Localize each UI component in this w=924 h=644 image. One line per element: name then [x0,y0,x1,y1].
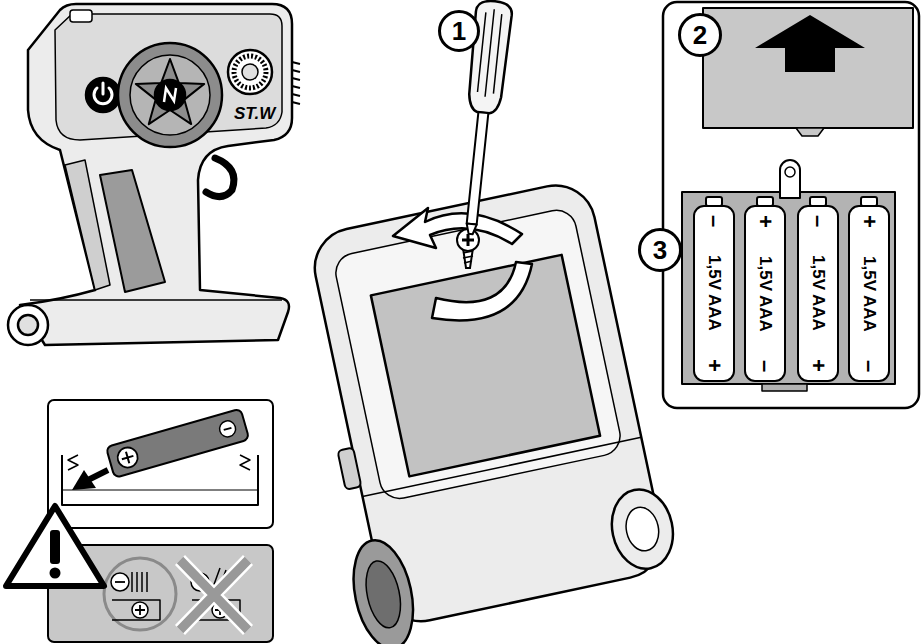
battery-panel-part [762,384,807,391]
insertion-inset-part [132,572,147,592]
rotation-arrow [393,208,532,320]
battery-panel-part [703,8,913,128]
transmitter-front-part [8,305,48,345]
transmitter-front-part [102,83,105,94]
warning-symbol [6,506,104,586]
warning-symbol-part [6,506,104,586]
transmitter-bottom-part [605,484,680,575]
insertion-inset-part [115,581,125,583]
insertion-inset-part [62,489,258,490]
polarity-mark: + [858,215,880,228]
transmitter-bottom-part [344,535,422,644]
transmitter-front-part [100,170,165,292]
transmitter-bottom-part [332,207,624,502]
insertion-inset-part [88,470,108,480]
battery-panel-part [780,160,800,198]
battery-panel-part [796,128,824,136]
transmitter-front-part [86,78,120,112]
transmitter-front-part [18,315,38,335]
insertion-inset-part [106,409,249,478]
insertion-inset-part [72,470,96,490]
transmitter-bottom-part [371,255,600,477]
insertion-inset-part-part [218,419,238,439]
battery-rating: 1,5V AAA [861,256,878,332]
transmitter-front [8,4,300,345]
transmitter-bottom [280,176,685,644]
transmitter-front-part [234,56,266,88]
battery-panel [663,2,919,408]
battery-cell: – 1,5V AAA + [693,205,735,382]
battery-panel-part [682,192,895,384]
rotation-arrow-part [432,262,532,320]
battery-cell: +1,5V AAA – [848,205,890,382]
battery-rating: 1,5V AAA [810,255,827,331]
callout-number-text: 1 [452,18,466,44]
screw [457,229,479,268]
transmitter-front-part [136,59,204,124]
transmitter-bottom-part [622,504,662,554]
polarity-mark: + [754,215,776,228]
callout-number: 1 [438,10,480,52]
polarity-mark: – [703,215,725,227]
insertion-inset-part [132,602,148,618]
screwdriver-part [466,224,477,235]
transmitter-front-part [164,88,176,102]
transmitter-front-part [70,10,92,22]
warning-symbol-part [50,530,60,564]
transmitter-front-part [20,4,292,345]
transmitter-front-part [118,43,222,147]
insertion-inset-part-part [120,450,135,465]
insertion-inset [48,400,273,642]
insertion-inset-part-part [224,428,232,430]
insertion-inset-part [180,560,248,630]
screw-part [462,234,474,246]
battery-panel-part [755,15,865,72]
callout-number: 2 [678,13,722,57]
battery-cell: +1,5V AAA – [744,205,786,382]
transmitter-bottom-part [361,558,406,631]
transmitter-bottom-part [363,437,642,496]
battery-rating: 1,5V AAA [706,255,723,331]
insertion-inset-part [135,605,145,615]
polarity-mark: + [703,359,725,372]
callout-number-text: 2 [693,22,707,48]
battery-cell: – 1,5V AAA + [797,205,839,382]
screwdriver-part [477,8,502,97]
insertion-inset-part [48,400,273,528]
insertion-inset-part [112,600,160,620]
insertion-inset-part-part [115,445,140,470]
transmitter-front-part [155,80,185,110]
polarity-mark: + [807,359,829,372]
model-label: ST.W [234,104,275,124]
callout-number: 3 [638,228,682,272]
screwdriver-part [467,112,489,224]
insertion-inset-part [104,558,176,630]
callout-number-text: 3 [653,237,667,263]
transmitter-front-part [65,160,110,290]
screwdriver [453,0,513,236]
rotation-arrow-part [393,208,522,248]
transmitter-bottom-part [337,447,361,489]
battery-panel-part [663,2,919,408]
insertion-inset-part [180,560,248,630]
polarity-mark: – [754,360,776,372]
polarity-mark: – [858,360,880,372]
polarity-mark: – [807,215,829,227]
insertion-inset-part-part [106,409,249,478]
warning-symbol-part [50,568,61,579]
transmitter-front-part [242,64,258,80]
transmitter-front-part [292,62,300,104]
transmitter-front-part [228,50,272,94]
transmitter-front-part [30,299,282,301]
insertion-inset-part [111,573,129,591]
transmitter-front-part [206,158,234,197]
screw-part [463,251,473,263]
transmitter-front-part [130,55,210,135]
transmitter-front-part [55,14,282,140]
battery-panel-part [785,167,795,177]
battery-rating: 1,5V AAA [757,256,774,332]
